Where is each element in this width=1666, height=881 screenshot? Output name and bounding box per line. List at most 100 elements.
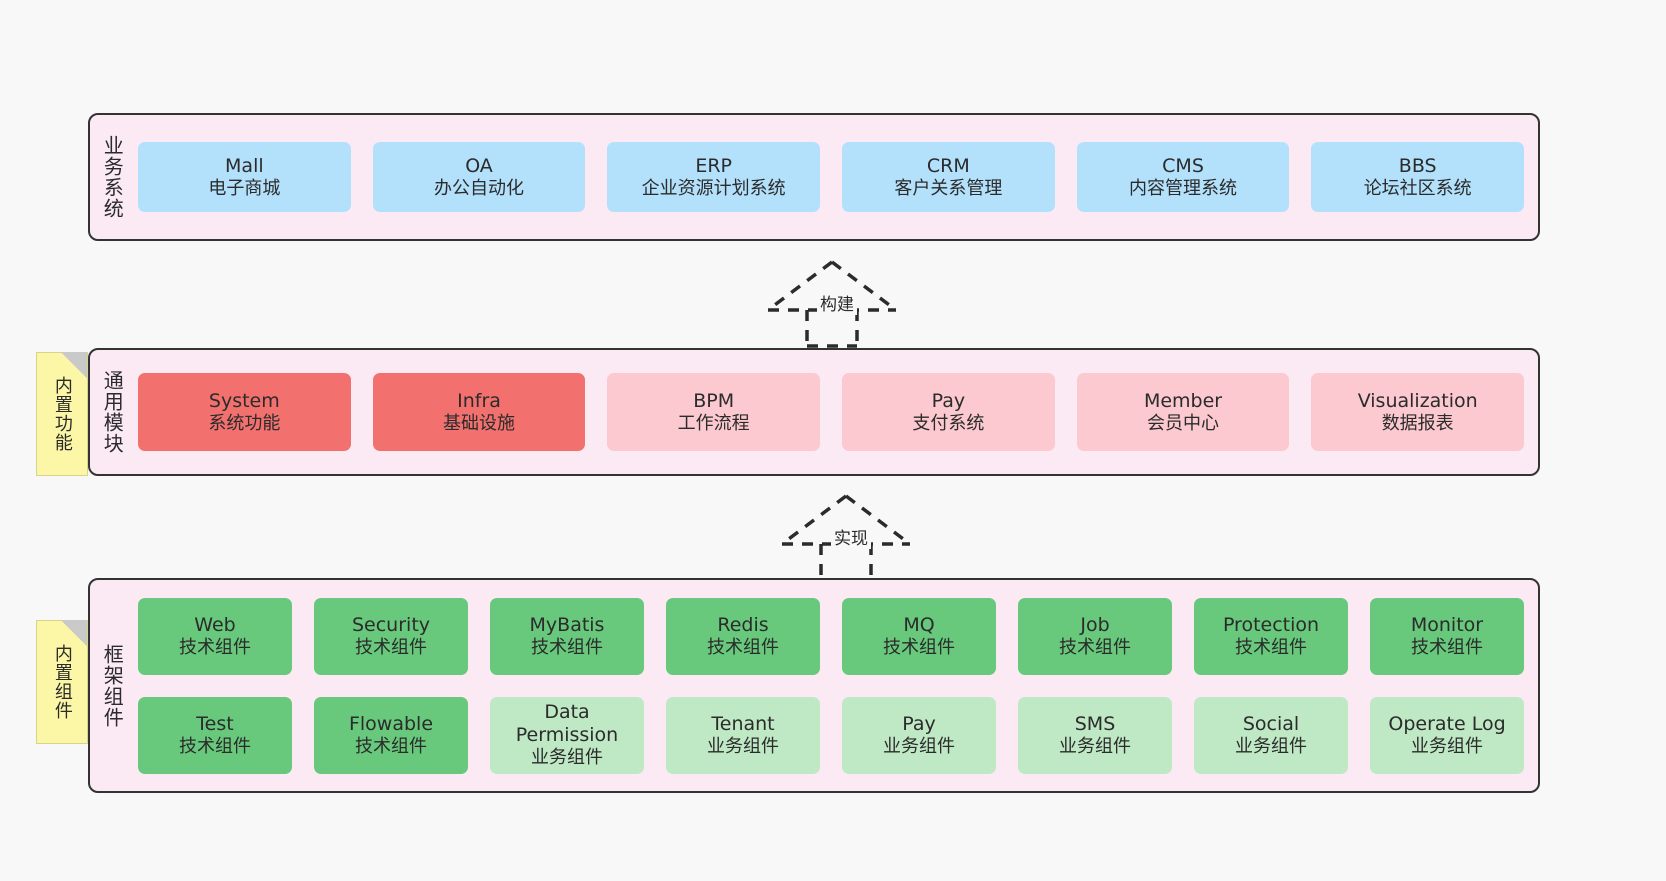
card-title: Infra	[457, 389, 501, 412]
connector-build: 构建	[757, 258, 907, 348]
card-title: SMS	[1074, 712, 1116, 735]
card-subtitle: 系统功能	[208, 412, 281, 434]
card-subtitle: 电子商城	[208, 177, 281, 199]
connector-implement-label: 实现	[831, 524, 871, 549]
card-title: BBS	[1398, 154, 1437, 177]
card-title: Monitor	[1410, 613, 1484, 636]
card-subtitle: 技术组件	[1235, 636, 1307, 658]
card-title: System	[208, 389, 280, 412]
card-title: Security	[351, 613, 431, 636]
card-subtitle: 技术组件	[355, 636, 427, 658]
layer-business-title: 业务系统	[100, 135, 125, 219]
card-subtitle: 技术组件	[707, 636, 779, 658]
card-subtitle: 会员中心	[1147, 412, 1220, 434]
card-title: Pay	[931, 389, 966, 412]
card-title: Member	[1143, 389, 1223, 412]
card-subtitle: 基础设施	[443, 412, 515, 434]
card-subtitle: 数据报表	[1381, 412, 1454, 434]
card-title: Data Permission	[515, 701, 619, 747]
card-title: Mall	[225, 154, 264, 177]
card-subtitle: 论坛社区系统	[1363, 177, 1472, 199]
card-subtitle: 技术组件	[531, 636, 603, 658]
note-builtin-functions: 内置功能	[36, 352, 88, 476]
card-subtitle: 技术组件	[179, 636, 251, 658]
card-subtitle: 业务组件	[1059, 735, 1131, 757]
card-title: Redis	[717, 613, 769, 636]
card-title: Job	[1080, 613, 1110, 636]
card-title: Visualization	[1357, 389, 1478, 412]
card-subtitle: 客户关系管理	[894, 177, 1003, 199]
card-title: Protection	[1222, 613, 1320, 636]
card-title: Tenant	[711, 712, 775, 735]
card-title: OA	[465, 154, 493, 177]
card-subtitle: 内容管理系统	[1129, 177, 1238, 199]
card-title: Operate Log	[1388, 712, 1506, 735]
card-title: CRM	[926, 154, 970, 177]
card-subtitle: 支付系统	[912, 412, 985, 434]
card-subtitle: 工作流程	[677, 412, 750, 434]
layer-framework-title: 框架组件	[100, 643, 125, 728]
connector-build-label: 构建	[817, 290, 857, 315]
connector-implement: 实现	[771, 492, 921, 582]
note-builtin-components: 内置组件	[36, 620, 88, 744]
card-title: Pay	[902, 712, 936, 735]
card-title: ERP	[695, 154, 733, 177]
card-title: MyBatis	[529, 613, 605, 636]
card-subtitle: 技术组件	[883, 636, 955, 658]
card-subtitle: 业务组件	[1235, 735, 1307, 757]
card-subtitle: 办公自动化	[434, 177, 524, 199]
layer-modules-title: 通用模块	[100, 370, 125, 454]
card-subtitle: 技术组件	[179, 735, 251, 757]
card-subtitle: 技术组件	[355, 735, 427, 757]
card-title: Test	[196, 712, 234, 735]
card-subtitle: 业务组件	[531, 747, 603, 768]
card-subtitle: 技术组件	[1411, 636, 1483, 658]
card-title: CMS	[1162, 154, 1204, 177]
card-title: MQ	[903, 613, 935, 636]
card-subtitle: 业务组件	[1411, 735, 1483, 757]
card-subtitle: 企业资源计划系统	[641, 177, 786, 199]
card-subtitle: 技术组件	[1059, 636, 1131, 658]
card-title: Social	[1242, 712, 1300, 735]
card-subtitle: 业务组件	[883, 735, 955, 757]
